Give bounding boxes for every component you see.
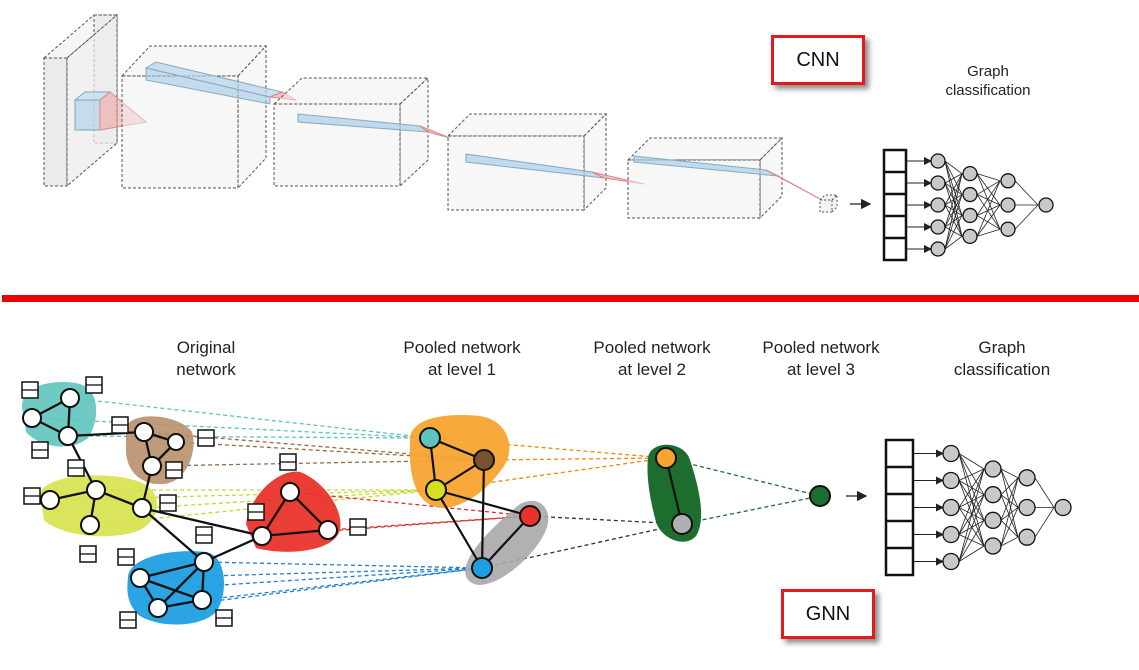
gnn-original-network: [21, 376, 367, 629]
stage-label-original: Original network: [136, 337, 276, 381]
stage-label-level-2: Pooled network at level 2: [572, 337, 732, 381]
classifier-neuron: [1018, 469, 1036, 487]
classifier-neuron: [1000, 173, 1016, 189]
gnn-level-2: [647, 444, 702, 542]
classifier-neuron: [930, 197, 946, 213]
cnn-output-cube: [818, 193, 839, 214]
stage-label-classification: Graph classification: [932, 337, 1072, 381]
cnn-output-label-line1: Graph: [967, 63, 1009, 80]
cnn-output-label: Graph classification: [918, 62, 1058, 100]
stage-label-line2: network: [176, 360, 236, 379]
classifier-neuron: [1018, 498, 1036, 517]
node-feature-boxes: [21, 376, 367, 629]
stage-label-line1: Graph: [978, 338, 1026, 357]
stage-label-line2: at level 3: [786, 360, 856, 379]
classifier-neuron: [930, 219, 946, 235]
classifier-neuron: [930, 175, 946, 191]
gnn-level-1: [409, 415, 549, 585]
classifier-neuron: [962, 165, 978, 182]
stage-label-line1: Pooled network: [403, 338, 521, 357]
classifier-neuron: [942, 498, 960, 517]
stage-label-line1: Original: [176, 338, 236, 357]
classifier-neuron: [1038, 197, 1054, 213]
cluster-lime: [40, 475, 157, 537]
classifier-neuron: [930, 241, 946, 257]
stage-label-line2: at level 2: [617, 360, 687, 379]
cnn-tag: CNN: [771, 35, 865, 85]
classifier-neuron: [1000, 221, 1016, 237]
gnn-classifier: [884, 438, 1072, 577]
classifier-neuron: [1054, 498, 1072, 517]
stage-label-line2: at level 1: [427, 360, 497, 379]
stage-label-line1: Pooled network: [593, 338, 711, 357]
classifier-neuron: [942, 471, 960, 490]
cnn-feature-block-1: [120, 44, 268, 190]
classifier-neuron: [942, 552, 960, 571]
stage-label-level-1: Pooled network at level 1: [382, 337, 542, 381]
classifier-neuron: [984, 537, 1002, 555]
classifier-neuron: [984, 486, 1002, 504]
cnn-feature-block-2: [272, 76, 430, 188]
gnn-level-3: [809, 485, 831, 507]
classifier-neuron: [984, 460, 1002, 478]
stage-label-level-3: Pooled network at level 3: [741, 337, 901, 381]
stage-label-line1: Pooled network: [762, 338, 880, 357]
stage-label-line2: classification: [953, 360, 1051, 379]
cnn-classifier: [882, 148, 1054, 262]
classifier-neuron: [1018, 528, 1036, 546]
section-divider: [2, 295, 1139, 302]
classifier-neuron: [962, 228, 978, 245]
classifier-neuron: [942, 525, 960, 544]
classifier-neuron: [1000, 197, 1016, 213]
feature-vector: [882, 148, 908, 262]
classifier-neuron: [962, 207, 978, 224]
cnn-output-label-line2: classification: [945, 82, 1031, 99]
cnn-pipeline: [42, 13, 872, 220]
classifier-neuron: [962, 186, 978, 203]
classifier-neuron: [942, 444, 960, 463]
feature-vector: [884, 438, 915, 577]
classifier-neuron: [984, 511, 1002, 529]
cnn-kernel: [74, 99, 101, 131]
gnn-tag: GNN: [781, 589, 875, 639]
classifier-neuron: [930, 153, 946, 169]
cnn-feature-block-4: [626, 136, 784, 220]
